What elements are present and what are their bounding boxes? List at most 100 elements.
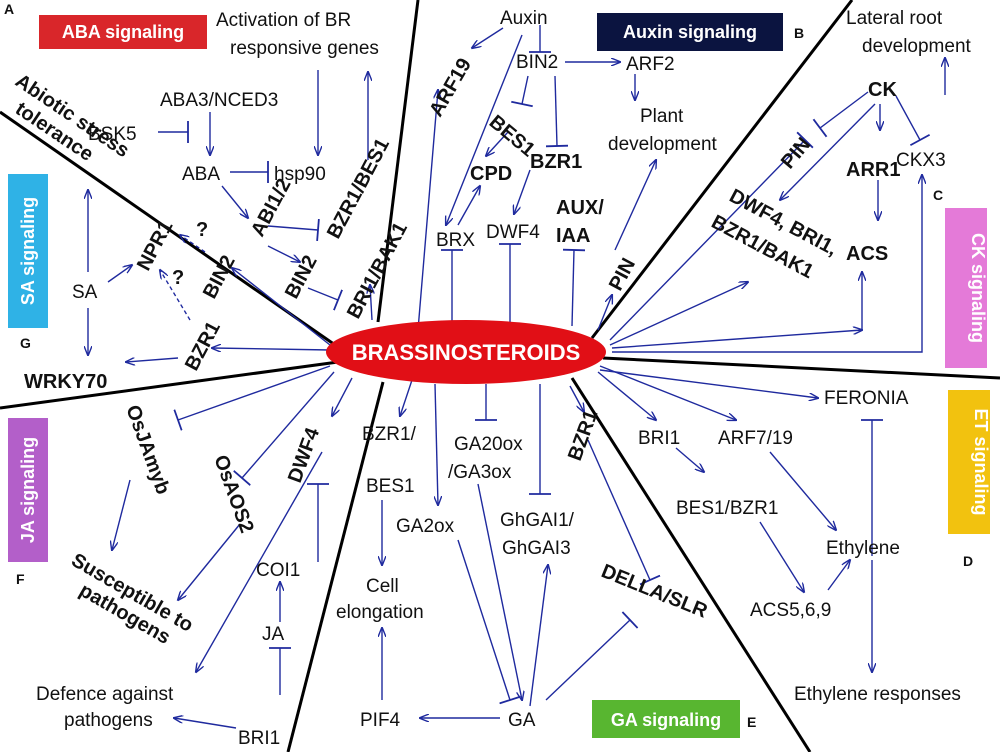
et-acs569: ACS5,6,9 [750, 600, 831, 621]
title-box-et [948, 390, 990, 534]
edge-br-bzr1bes1 [400, 379, 413, 416]
edge-ck-pin [812, 91, 869, 138]
title-box-sa [8, 174, 48, 328]
edge-pin-plant [614, 160, 656, 251]
panel-titles: ABA signaling Auxin signaling CK signali… [8, 13, 991, 738]
sa-question-1: ? [196, 219, 208, 241]
edge-bri1-bin2 [307, 287, 343, 311]
edge-br-dwf4-ck [609, 282, 748, 346]
edge-aba-abi [221, 185, 248, 218]
edge-bin2-bes1 [511, 75, 533, 108]
divider-ja-sa [0, 360, 339, 410]
ga-cell-line1: Cell [366, 576, 399, 597]
edge-ck-dwf4 [780, 103, 876, 200]
edge-br-pin [597, 295, 612, 331]
edge-br-arf719 [599, 365, 736, 420]
edge-ga2ox-ga [457, 539, 521, 705]
ga-ga2ox: GA2ox [396, 516, 455, 537]
edge-bzr1-npr1 [160, 270, 191, 321]
auxin-dwf4: DWF4 [486, 222, 540, 243]
edge-br-osaos2 [233, 371, 335, 486]
et-nodes: FERONIA BRI1 ARF7/19 BES1/BZR1 Ethylene … [638, 388, 961, 705]
aba-aba: ABA [182, 164, 220, 185]
center-ellipse [326, 320, 606, 384]
ck-ck: CK [868, 79, 897, 101]
aba-hsp90: hsp90 [274, 164, 326, 185]
aba-bsk5: BSK5 [88, 124, 137, 145]
aba-activation-line2: responsive genes [230, 38, 379, 59]
edge-br-bri1-et [597, 371, 656, 420]
title-aba: ABA signaling [62, 22, 184, 42]
divider-ga-ja [286, 381, 385, 752]
panel-letter-c: C [933, 187, 943, 203]
auxin-plant-line2: development [608, 134, 718, 155]
auxin-bzr1: BZR1 [530, 151, 582, 173]
ga-bzr1bes1-line1: BZR1/ [362, 424, 417, 445]
ja-ja: JA [262, 624, 285, 645]
edge-ga-della [545, 611, 639, 701]
panel-letter-e: E [747, 714, 756, 730]
auxin-pin: PIN [605, 255, 640, 295]
ja-defence-line2: pathogens [64, 710, 153, 731]
title-box-ga [592, 700, 740, 738]
title-et: ET signaling [971, 408, 991, 515]
edge-abi-bzr1 [267, 218, 320, 242]
auxin-bin2: BIN2 [516, 52, 558, 73]
divider-aba-auxin [376, 0, 420, 323]
edge-abi-bin2 [267, 245, 300, 262]
aba-bin2: BIN2 [281, 252, 322, 303]
divider-et-ga [570, 377, 812, 752]
edge-br-ga2ox [435, 383, 438, 505]
ga-bzr1: BZR1 [564, 407, 603, 464]
auxin-auxin: Auxin [500, 8, 548, 29]
edge-br-dwf4-ja [332, 377, 353, 416]
ja-osaos2: OsAOS2 [209, 452, 257, 536]
et-arf719: ARF7/19 [718, 428, 793, 449]
panel-letter-d: D [963, 553, 973, 569]
edge-dwf4-defence [196, 451, 323, 672]
ja-coi1: COI1 [256, 560, 300, 581]
ck-lateral-line1: Lateral root [846, 8, 943, 29]
title-box-ja [8, 418, 48, 562]
edge-br-auxiaa [562, 248, 586, 327]
ga-ga20ox-line2: /GA3ox [448, 462, 512, 483]
sa-wrky70: WRKY70 [24, 371, 107, 393]
edge-ck-ckx3 [895, 95, 931, 147]
edge-br-pin-ck [609, 131, 814, 341]
title-ja: JA signaling [18, 437, 38, 543]
edge-br-osjamyb [173, 365, 331, 431]
sa-bzr1: BZR1 [181, 318, 225, 374]
edge-bri1-bes1bzr1 [675, 447, 704, 472]
auxin-nodes: Auxin BIN2 ARF19 ARF2 BES1 Plant develop… [425, 8, 717, 294]
ga-ga20ox-line1: GA20ox [454, 434, 523, 455]
ck-ckx3: CKX3 [896, 150, 946, 171]
ga-nodes: BZR1/ BES1 GA20ox /GA3ox BZR1 GA2ox GhGA… [336, 407, 711, 731]
ga-ghgai-line1: GhGAI1/ [500, 510, 575, 531]
sa-bin2: BIN2 [199, 252, 240, 303]
aba-abi12: ABI1/2 [247, 175, 296, 240]
edge-osaos2-susc [178, 523, 241, 600]
title-sa: SA signaling [18, 197, 38, 305]
sa-question-2: ? [172, 267, 184, 289]
title-box-auxin [597, 13, 783, 51]
edge-arf719-ethylene [769, 451, 836, 530]
ck-acs: ACS [846, 243, 888, 265]
ga-ghgai-line2: GhGAI3 [502, 538, 571, 559]
edge-bin2-npr1 [180, 235, 206, 253]
sa-sa: SA [72, 282, 98, 303]
edge-osjamyb-susc [112, 479, 131, 550]
ga-bzr1bes1-line2: BES1 [366, 476, 415, 497]
et-feronia: FERONIA [824, 388, 909, 409]
title-auxin: Auxin signaling [623, 22, 757, 42]
edges [88, 25, 945, 729]
center-label: BRASSINOSTEROIDS [352, 340, 581, 365]
ja-nodes: OsJAmyb OsAOS2 DWF4 Susceptible to patho… [36, 402, 324, 749]
et-ethylene: Ethylene [826, 538, 900, 559]
panel-letters: A B C D E F G [4, 1, 973, 730]
panel-letter-b: B [794, 25, 804, 41]
edge-ga-ghgai [529, 565, 548, 707]
ga-pif4: PIF4 [360, 710, 401, 731]
edge-bzr1-wrky70 [126, 357, 179, 362]
